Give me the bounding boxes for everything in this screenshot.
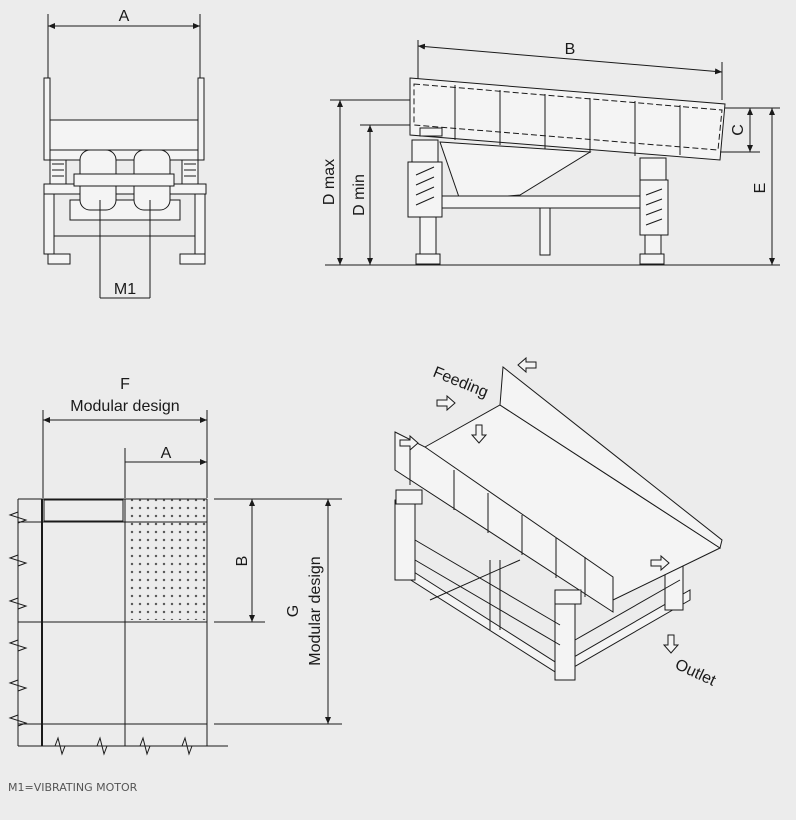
- side-view: B D max D min C E: [321, 40, 780, 266]
- outlet-arrow-icon: [662, 634, 680, 654]
- footnote: M1=VIBRATING MOTOR: [8, 781, 138, 794]
- plan-dim-b-label: B: [234, 556, 251, 567]
- front-view: A M1: [43, 8, 207, 299]
- f-caption: Modular design: [70, 398, 179, 415]
- dim-b-label: B: [565, 41, 576, 58]
- feed-arrow-icon: [399, 434, 419, 452]
- plan-dim-a-label: A: [161, 445, 172, 462]
- flow-arrow-icon: [650, 554, 670, 572]
- dim-g-label: G: [285, 605, 302, 617]
- dim-d-min-label: D min: [351, 174, 368, 216]
- dim-d-max-label: D max: [321, 159, 338, 205]
- dim-e-label: E: [752, 183, 769, 194]
- outlet-label: Outlet: [672, 656, 718, 690]
- isometric-view: Feeding Outlet: [394, 356, 723, 690]
- g-caption: Modular design: [307, 556, 324, 665]
- screen-deck-area: [125, 499, 207, 620]
- feed-arrow-icon: [436, 394, 456, 412]
- feed-arrow-icon: [470, 424, 488, 444]
- dim-f-label: F: [120, 376, 130, 393]
- feeding-label: Feeding: [431, 364, 491, 401]
- feed-arrow-icon: [517, 356, 537, 374]
- dim-a-label: A: [119, 8, 130, 25]
- motor-label: M1: [114, 281, 136, 298]
- plan-view: F Modular design A B G Modular design: [8, 376, 342, 756]
- dim-c-label: C: [730, 124, 747, 136]
